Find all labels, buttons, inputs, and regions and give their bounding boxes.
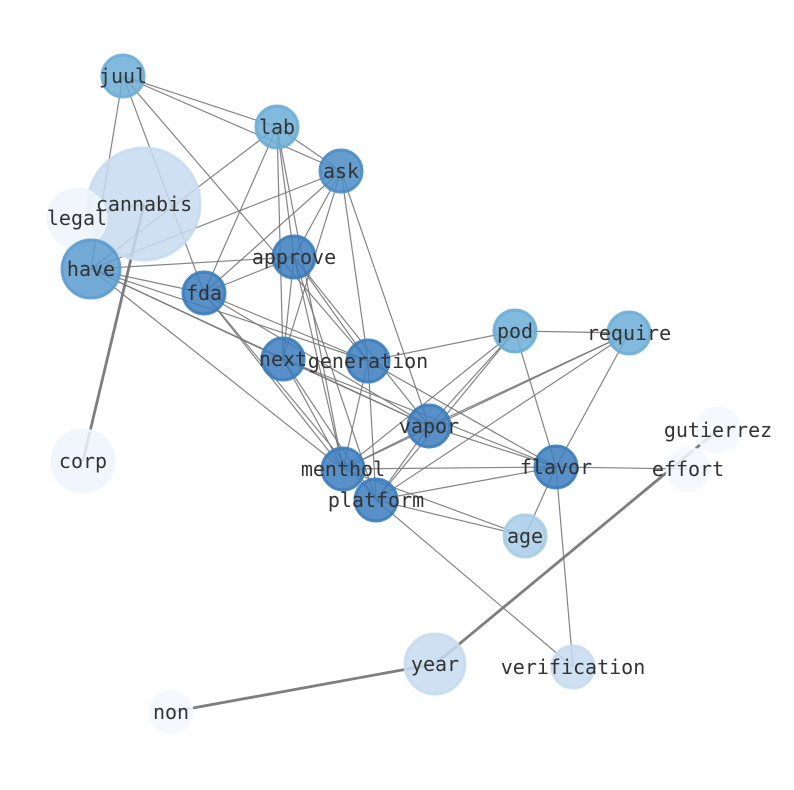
node-label-age: age [507,524,543,548]
node-label-year: year [411,652,459,676]
edge-ask-fda [203,170,342,294]
edge-have-approve [90,256,295,270]
node-approve[interactable] [271,234,317,280]
node-label-non: non [153,700,189,724]
edge-juul-ask [122,75,342,172]
edge-platform-age [375,499,526,537]
node-vapor[interactable] [406,403,452,449]
edge-have-generation [90,268,369,362]
node-next[interactable] [260,336,306,382]
edge-ask-generation [340,170,369,362]
node-label-legal: legal [47,206,107,230]
edge-flavor-menthol [342,466,557,470]
node-label-effort: effort [652,457,724,481]
edge-pod-generation [367,330,516,362]
edge-fda-vapor [203,292,430,427]
node-pod[interactable] [492,308,538,354]
edge-require-menthol [342,332,630,470]
edge-ask-vapor [340,170,430,427]
node-label-vapor: vapor [399,414,459,438]
edge-approve-menthol [293,256,344,470]
edge-pod-flavor [514,330,557,468]
node-label-flavor: flavor [520,455,592,479]
node-flavor[interactable] [533,444,579,490]
edge-year-non [170,662,436,714]
node-label-require: require [587,321,671,345]
node-label-gutierrez: gutierrez [664,418,772,442]
edge-flavor-generation [367,360,557,468]
node-label-generation: generation [308,349,428,373]
node-label-menthol: menthol [301,457,385,481]
node-label-lab: lab [259,115,295,139]
edge-require-platform [375,332,630,501]
nodes-layer [46,53,742,735]
node-label-platform: platform [328,488,424,512]
node-lab[interactable] [254,104,300,150]
node-have[interactable] [60,238,122,300]
edge-fda-generation [203,292,369,362]
edge-next-vapor [282,358,430,427]
node-label-verification: verification [501,655,646,679]
node-label-juul: juul [99,64,147,88]
node-generation[interactable] [345,338,391,384]
edge-fda-menthol [203,292,344,470]
edge-lab-menthol [276,126,344,470]
node-label-next: next [259,347,307,371]
node-label-have: have [67,257,115,281]
node-platform[interactable] [353,477,399,523]
edge-flavor-platform [375,466,557,501]
node-juul[interactable] [100,53,146,99]
node-age[interactable] [502,513,548,559]
node-gutierrez[interactable] [694,406,742,454]
edge-have-next [90,268,284,360]
edge-require-flavor [555,332,630,468]
node-fda[interactable] [181,270,227,316]
node-label-fda: fda [186,281,222,305]
node-label-pod: pod [497,319,533,343]
node-label-cannabis: cannabis [96,192,192,216]
node-require[interactable] [606,310,652,356]
node-corp[interactable] [50,428,116,494]
edge-generation-platform [367,360,377,501]
edge-have-menthol [90,268,344,470]
node-label-corp: corp [59,449,107,473]
node-effort[interactable] [665,446,711,492]
edge-pod-menthol [342,330,516,470]
node-label-ask: ask [323,159,359,183]
node-label-approve: approve [252,245,336,269]
node-year[interactable] [403,632,467,696]
edge-juul-lab [122,75,278,128]
node-non[interactable] [148,689,194,735]
edge-platform-verification [375,499,574,668]
node-menthol[interactable] [320,446,366,492]
edge-juul-generation [122,75,369,362]
node-ask[interactable] [318,148,364,194]
node-verification[interactable] [550,644,596,690]
edge-flavor-verification [555,466,574,668]
